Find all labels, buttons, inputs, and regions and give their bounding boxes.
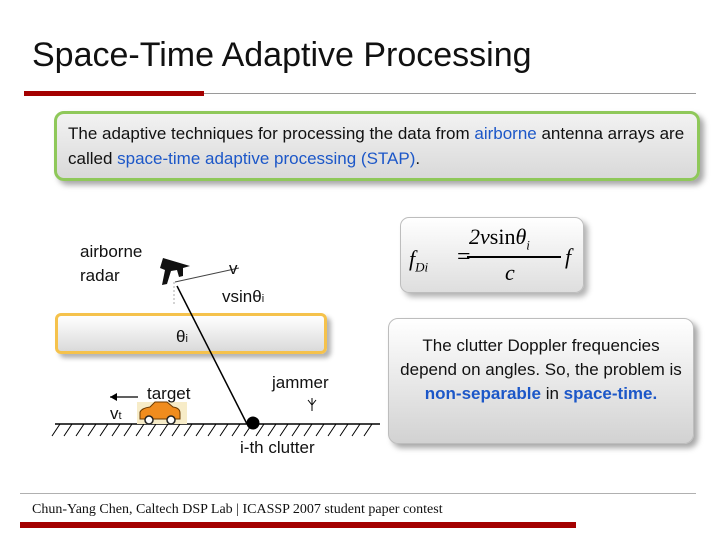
clutter-note-text: The clutter Doppler frequencies depend o… — [394, 334, 688, 406]
angle-label: θi — [176, 326, 188, 350]
clutter-label: i-th clutter — [240, 438, 315, 457]
jammer-antenna-icon — [307, 398, 317, 411]
intro-text-part: . — [415, 149, 421, 168]
radial-velocity-sub: i — [261, 293, 265, 305]
intro-text: The adaptive techniques for processing t… — [68, 121, 698, 171]
radar-label-line2: radar — [80, 266, 120, 285]
intro-box — [54, 111, 700, 181]
target-velocity-sub: t — [118, 410, 122, 422]
jammer-label: jammer — [272, 373, 329, 392]
formula-lhs: fDi — [409, 246, 428, 275]
intro-text-part: antenna arrays are called — [68, 124, 685, 168]
radar-label-line1: airborne — [80, 242, 143, 261]
formula-numerator: 2vsinθi — [469, 224, 530, 253]
formula-2v: 2v — [469, 224, 490, 249]
intro-highlight-stap: space-time adaptive processing (STAP) — [117, 149, 416, 168]
clutter-note-part: The clutter Doppler frequencies depend o… — [400, 336, 682, 379]
footer-text: Chun-Yang Chen, Caltech DSP Lab | ICASSP… — [32, 502, 443, 517]
formula-equals: = — [457, 244, 471, 270]
formula-f: f — [409, 246, 416, 271]
target-velocity-label: vt — [110, 403, 122, 427]
title-divider — [204, 93, 696, 94]
angle-sub: i — [185, 333, 188, 345]
target-velocity-text: v — [110, 404, 119, 423]
formula-lhs-sub: Di — [415, 259, 429, 275]
velocity-line — [174, 267, 240, 283]
clutter-note-part: in — [540, 384, 564, 403]
radial-velocity-label: vsinθi — [222, 286, 264, 310]
title-accent-bar — [24, 91, 204, 96]
clutter-line-of-sight — [176, 285, 248, 425]
doppler-formula: fDi = 2vsinθi c f — [400, 217, 584, 293]
formula-fraction-bar — [467, 256, 561, 258]
formula-rhs-f: f — [565, 244, 572, 269]
formula-sin: sin — [489, 224, 516, 249]
car-icon — [139, 401, 181, 425]
velocity-label: v — [229, 259, 238, 278]
footer-divider — [20, 493, 696, 494]
airplane-icon — [160, 258, 190, 285]
clutter-note-box — [388, 318, 694, 444]
intro-text-part: The adaptive techniques for processing t… — [68, 124, 475, 143]
slide-title: Space-Time Adaptive Processing — [32, 36, 532, 74]
target-label: target — [147, 384, 191, 403]
radial-velocity-text: vsinθ — [222, 287, 262, 306]
clutter-point — [246, 416, 260, 430]
formula-theta-sub: i — [526, 237, 530, 253]
ground-line — [51, 423, 380, 437]
formula-theta: θ — [515, 224, 527, 249]
formula-denominator: c — [505, 260, 515, 285]
target-velocity-arrow — [110, 393, 138, 401]
angle-text: θ — [176, 327, 186, 346]
intro-highlight-airborne: airborne — [474, 124, 537, 143]
footer-accent-bar — [20, 522, 576, 528]
clutter-note-highlight-nonseparable: non-separable — [424, 384, 541, 403]
clutter-note-highlight-spacetime: space-time. — [563, 384, 658, 403]
